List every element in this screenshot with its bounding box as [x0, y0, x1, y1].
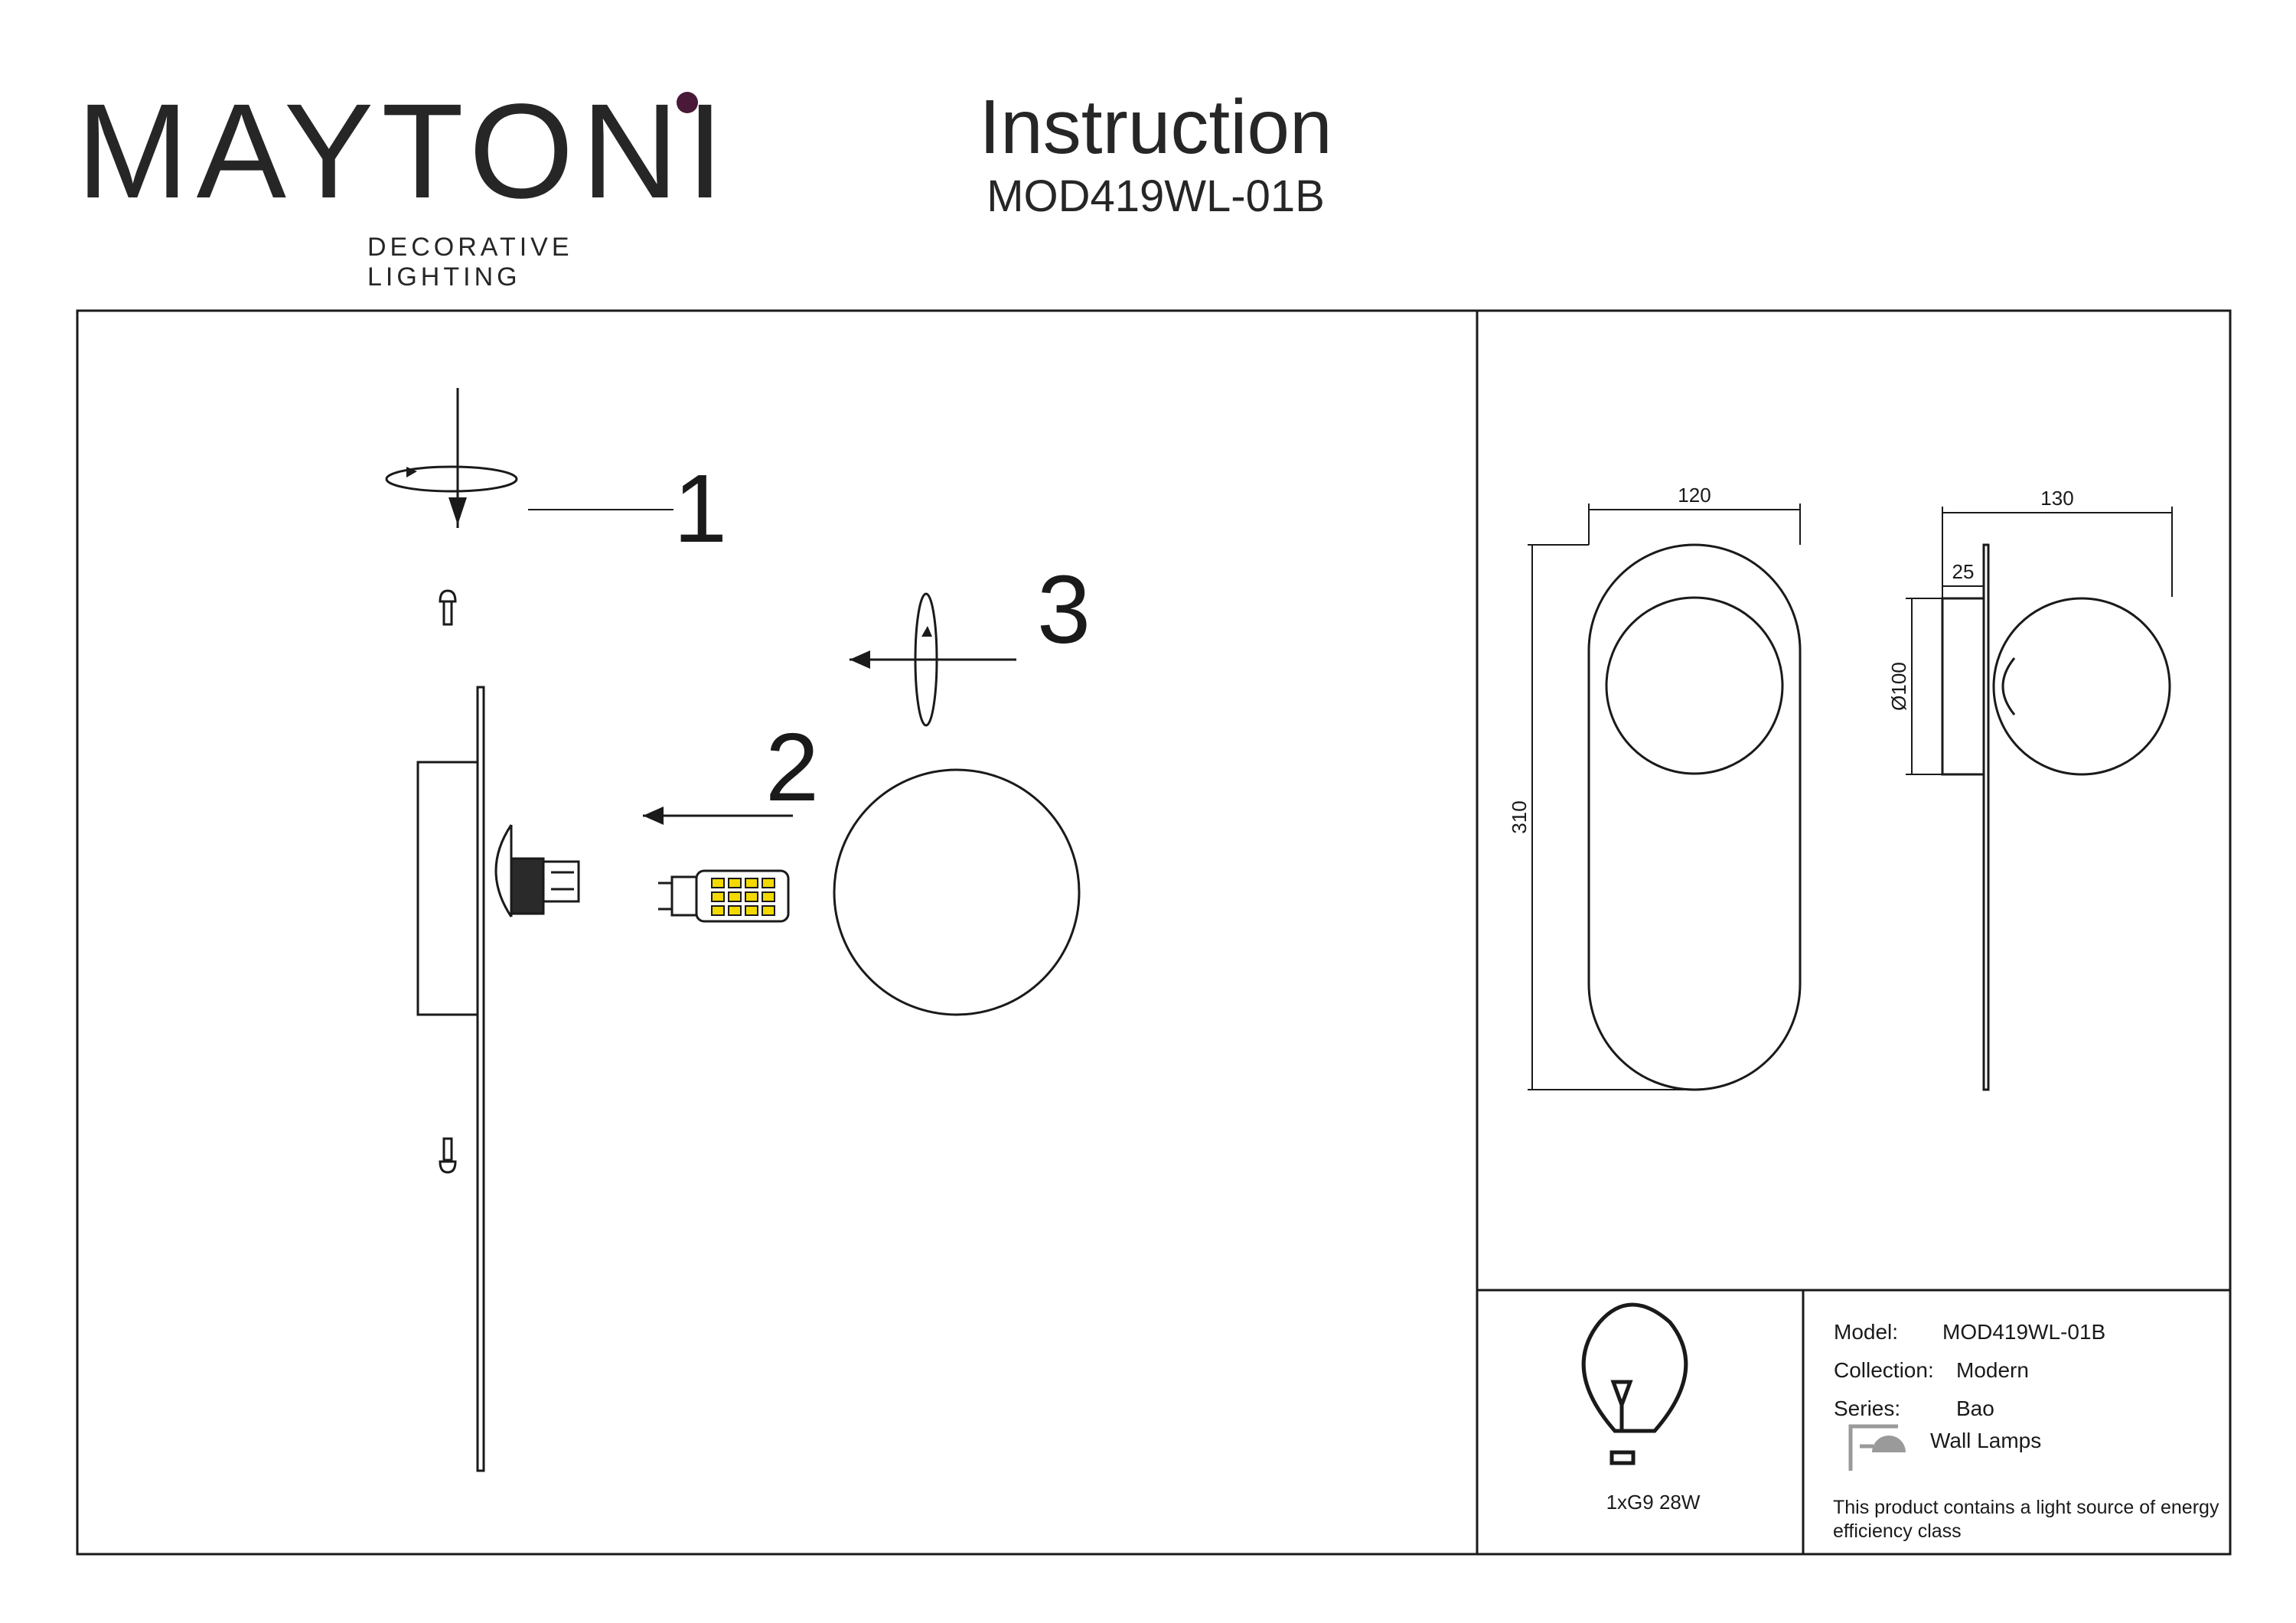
step-2-number: 2 — [765, 713, 820, 821]
maytoni-logo: MAYTONI DECORATIVE LIGHTING — [77, 84, 724, 292]
step-1-assembly — [385, 388, 673, 626]
lamp-spec: 1xG9 28W — [1606, 1491, 1701, 1514]
wall-plate-side-view — [416, 686, 580, 1472]
spec-value-collection: Modern — [1956, 1358, 2029, 1382]
spec-label-model: Model: — [1834, 1320, 1899, 1344]
step-3-assembly — [833, 592, 1081, 1016]
dim-front-height: 310 — [1508, 800, 1531, 833]
glass-shade — [833, 768, 1081, 1016]
spec-label-collection: Collection: — [1834, 1358, 1934, 1382]
step-1-number: 1 — [673, 455, 728, 562]
category-label: Wall Lamps — [1930, 1429, 2042, 1452]
logo-wordmark: MAYTONI — [77, 77, 732, 227]
dim-shade-diameter: Ø100 — [1887, 662, 1910, 711]
spec-label-series: Series: — [1834, 1396, 1901, 1420]
dim-side-depth: 130 — [2040, 487, 2073, 510]
step-2-assembly — [643, 807, 793, 923]
side-view-drawing — [1906, 507, 2173, 1091]
spec-value-model: MOD419WL-01B — [1942, 1320, 2106, 1344]
rotate-icon — [385, 465, 518, 493]
energy-note: This product contains a light source of … — [1833, 1497, 2219, 1543]
page-title: Instruction — [979, 84, 1332, 170]
spec-value-series: Bao — [1956, 1396, 1994, 1420]
header-model-number: MOD419WL-01B — [987, 171, 1325, 221]
screw-icon — [439, 589, 457, 626]
light-bulb-icon — [1581, 1302, 1688, 1465]
dim-front-width: 120 — [1678, 484, 1711, 507]
dim-base-depth: 25 — [1952, 560, 1975, 583]
step-3-number: 3 — [1037, 556, 1091, 663]
rotate-icon-vertical — [914, 592, 938, 727]
logo-dot — [677, 92, 698, 113]
screw-icon-bottom — [439, 1137, 457, 1174]
g9-bulb-icon — [658, 869, 790, 923]
g9-socket-icon — [510, 857, 580, 915]
main-frame — [76, 309, 2232, 1556]
front-view-drawing — [1528, 504, 1802, 1091]
wall-lamp-icon — [1848, 1424, 1906, 1471]
logo-tagline: DECORATIVE LIGHTING — [367, 233, 573, 292]
